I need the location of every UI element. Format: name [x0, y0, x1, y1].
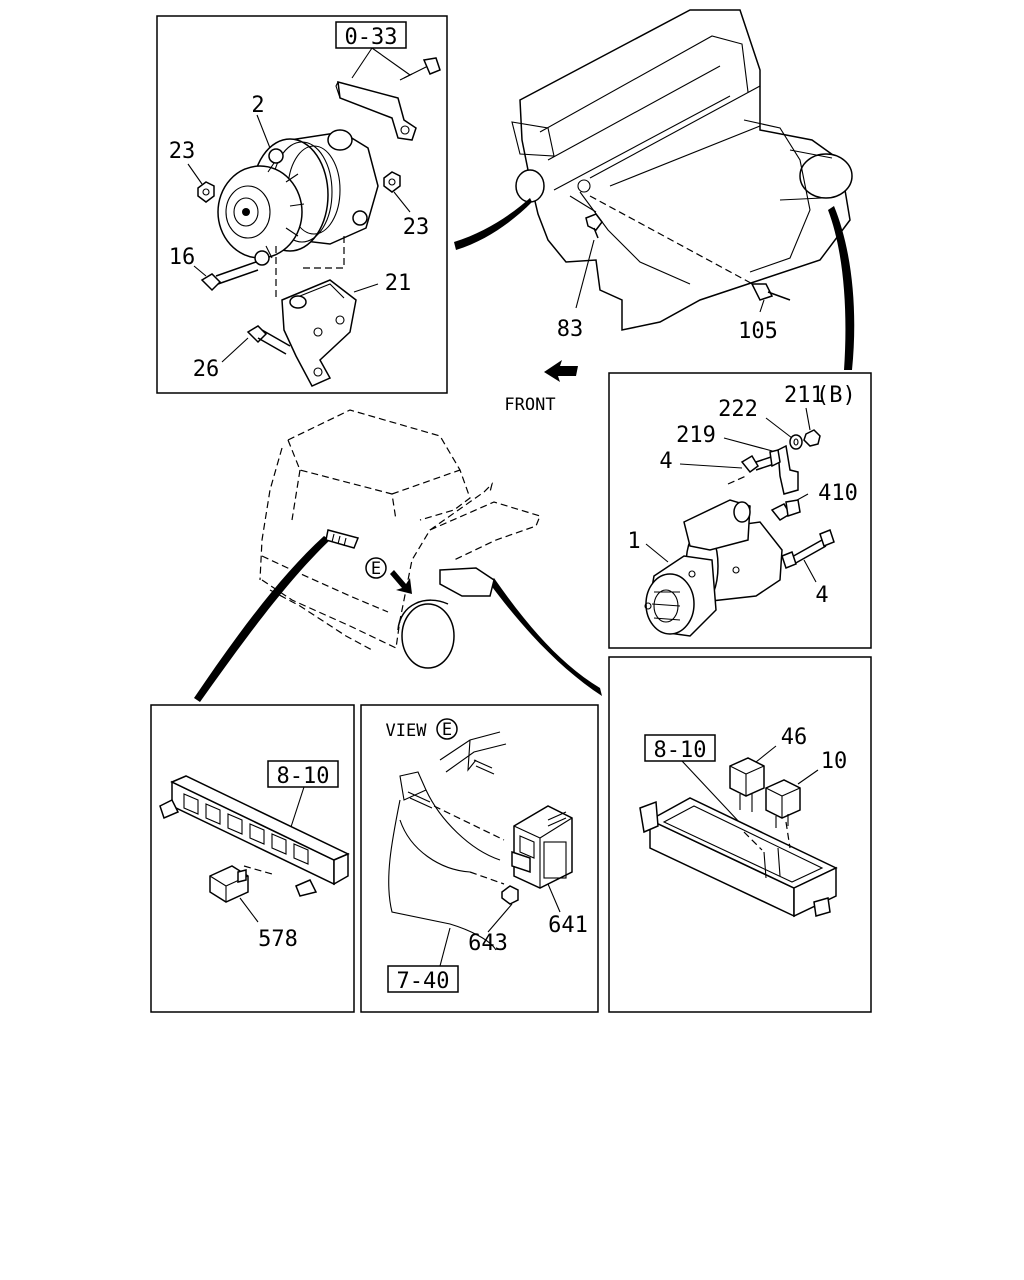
view-e-circle-icon	[365, 557, 387, 579]
bolt-83-label: 83	[557, 317, 584, 342]
relay-bracket-icon	[159, 775, 350, 897]
starter-panel: 211 (B) 222 219 4 410 1 4	[608, 372, 872, 649]
stud-bolt-icon	[407, 759, 495, 809]
view-e-arrow-icon	[390, 570, 412, 594]
box-ref-left-box	[267, 760, 339, 788]
mount-bracket-icon	[281, 279, 357, 387]
starter-1-label: 1	[627, 529, 640, 554]
leader-starter	[828, 206, 855, 370]
leader-relay-left	[194, 536, 330, 702]
bracket-bolt-icon	[399, 57, 441, 81]
terminal-219-icon	[777, 444, 799, 495]
nut-211-icon	[803, 429, 821, 447]
washer-222-icon	[789, 434, 803, 450]
bolt-410-label: 410	[818, 481, 858, 506]
alternator-label: 2	[251, 93, 264, 118]
view-title-circle-label: E	[442, 720, 452, 740]
view-e-panel-frame	[360, 704, 599, 1013]
leader-relay-right	[490, 578, 602, 696]
alt-ref-label: 0-33	[345, 25, 398, 50]
bracket-21-label: 21	[385, 271, 412, 296]
nut-643-icon	[501, 885, 519, 905]
view-e-panel: VIEW E 643	[360, 704, 599, 1013]
bolt-4-bottom-icon	[781, 529, 835, 569]
relay-box-panel: 8-10 46 10	[608, 656, 872, 1013]
control-unit-641-icon	[511, 805, 573, 889]
relay-box-tray-icon	[639, 797, 838, 918]
bolt-4-bottom-label: 4	[815, 583, 828, 608]
cab-grille-icon	[325, 529, 360, 549]
cab-relay-box-icon	[439, 567, 495, 597]
view-title-circle-icon	[436, 718, 458, 740]
starter-panel-frame	[608, 372, 872, 649]
bolt-4-top-label: 4	[659, 449, 672, 474]
alternator-icon	[217, 129, 379, 266]
relay-46-icon	[729, 757, 765, 812]
nut-211-suffix: (B)	[816, 383, 856, 408]
bolt-4-top-icon	[740, 449, 781, 474]
body-panel-icon	[388, 731, 507, 951]
leader-alternator	[454, 198, 532, 250]
part-643-label: 643	[468, 931, 508, 956]
alternator-panel-frame	[156, 15, 448, 394]
engine-block-icon	[511, 9, 853, 331]
truck-cab-icon: E	[259, 409, 541, 669]
nut-left-icon	[197, 181, 215, 203]
bolt-83-icon	[585, 213, 603, 239]
bolt-26-label: 26	[193, 357, 220, 382]
relay-578-label: 578	[258, 927, 298, 952]
relay-578-icon	[209, 865, 249, 903]
view-e-marker-label: E	[371, 559, 381, 579]
box-ref-left-label: 8-10	[277, 764, 330, 789]
front-arrow-icon	[544, 360, 578, 382]
bolt-16-icon	[200, 261, 259, 292]
nut-left-label: 23	[169, 139, 196, 164]
nut-right-label: 23	[403, 215, 430, 240]
terminal-219-label: 219	[676, 423, 716, 448]
bolt-410-icon	[770, 499, 801, 521]
nut-right-icon	[383, 171, 401, 193]
bolt-16-label: 16	[169, 245, 196, 270]
box-ref-right-label: 8-10	[654, 738, 707, 763]
nut-211-label: 211	[784, 383, 824, 408]
sensor-105-icon	[750, 283, 791, 301]
sensor-105-label: 105	[738, 319, 778, 344]
box-ref-right-box	[644, 734, 716, 762]
relay-46-label: 46	[781, 725, 808, 750]
relay-578-panel: 8-10 578	[150, 704, 355, 1013]
starter-motor-icon	[644, 499, 783, 637]
part-641-label: 641	[548, 913, 588, 938]
alternator-panel: 0-33 2	[156, 15, 448, 394]
washer-222-label: 222	[718, 397, 758, 422]
view-title-label: VIEW	[386, 721, 428, 741]
relay-10-icon	[765, 779, 801, 828]
alt-ref-box	[335, 21, 407, 49]
relay-578-panel-frame	[150, 704, 355, 1013]
relay-box-panel-frame	[608, 656, 872, 1013]
bolt-26-icon	[246, 325, 291, 355]
adjust-bracket	[335, 80, 417, 141]
front-label: FRONT	[504, 395, 555, 415]
relay-10-label: 10	[821, 749, 848, 774]
ref-7-40-box	[387, 965, 459, 993]
ref-7-40-label: 7-40	[397, 969, 450, 994]
